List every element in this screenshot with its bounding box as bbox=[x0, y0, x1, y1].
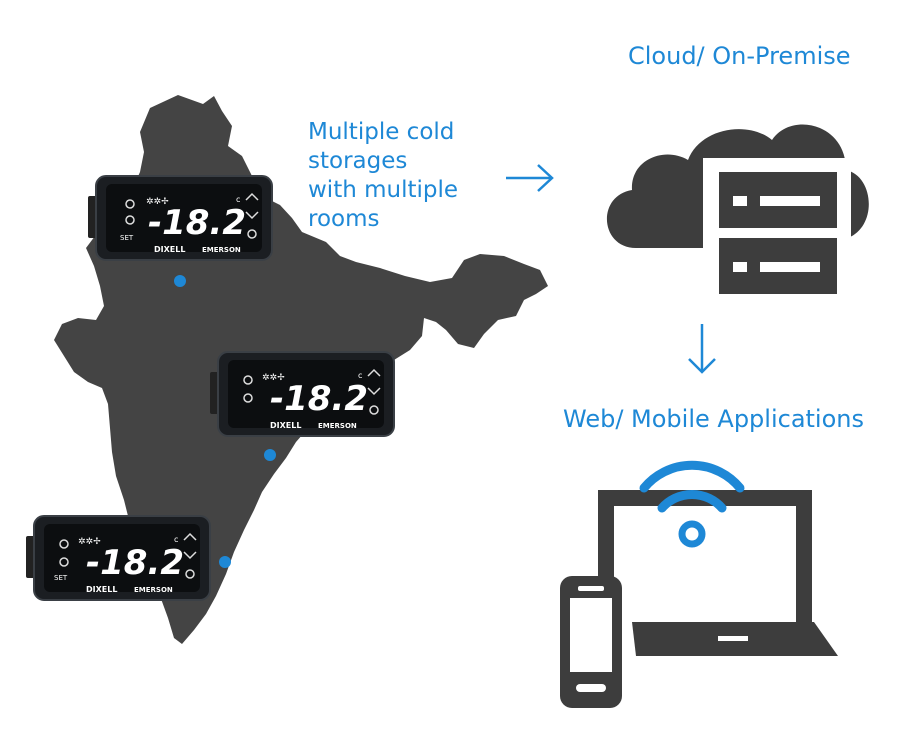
controller-3-set: SET bbox=[54, 574, 68, 582]
controller-device-2: ✲✲✢ -18.2 c DIXELL EMERSON bbox=[210, 351, 395, 437]
location-dot-south bbox=[219, 556, 231, 568]
arrow-right-icon bbox=[506, 164, 554, 192]
controller-1-unit: c bbox=[236, 195, 240, 204]
controller-1-set: SET bbox=[120, 234, 134, 242]
location-dot-north bbox=[174, 275, 186, 287]
arrow-down-icon bbox=[688, 324, 716, 374]
controller-2-brand: DIXELL bbox=[270, 421, 301, 430]
controller-3-reading: -18.2 bbox=[86, 543, 184, 583]
svg-text:✲✲✢: ✲✲✢ bbox=[146, 197, 169, 207]
phone-icon bbox=[560, 576, 622, 708]
controller-2-unit: c bbox=[358, 371, 362, 380]
controller-3-maker: EMERSON bbox=[134, 586, 173, 594]
svg-text:✲✲✢: ✲✲✢ bbox=[78, 537, 101, 547]
wifi-icon bbox=[639, 460, 745, 548]
controller-device-1: SET ✲✲✢ -18.2 c DIXELL EMERSON bbox=[88, 175, 273, 261]
controller-1-reading: -18.2 bbox=[148, 203, 246, 243]
laptop-icon bbox=[598, 490, 838, 656]
controller-3-brand: DIXELL bbox=[86, 585, 117, 594]
controller-device-3: SET ✲✲✢ -18.2 c DIXELL EMERSON bbox=[26, 515, 211, 601]
storage-label: Multiple cold storages with multiple roo… bbox=[308, 119, 459, 232]
svg-text:✲✲✢: ✲✲✢ bbox=[262, 373, 285, 383]
location-dot-central bbox=[264, 449, 276, 461]
cloud-server-icon bbox=[606, 124, 869, 308]
controller-1-brand: DIXELL bbox=[154, 245, 185, 254]
controller-2-reading: -18.2 bbox=[270, 379, 368, 419]
cloud-title: Cloud/ On-Premise bbox=[628, 42, 851, 70]
controller-1-maker: EMERSON bbox=[202, 246, 241, 254]
controller-2-maker: EMERSON bbox=[318, 422, 357, 430]
apps-title: Web/ Mobile Applications bbox=[563, 405, 864, 433]
controller-3-unit: c bbox=[174, 535, 178, 544]
